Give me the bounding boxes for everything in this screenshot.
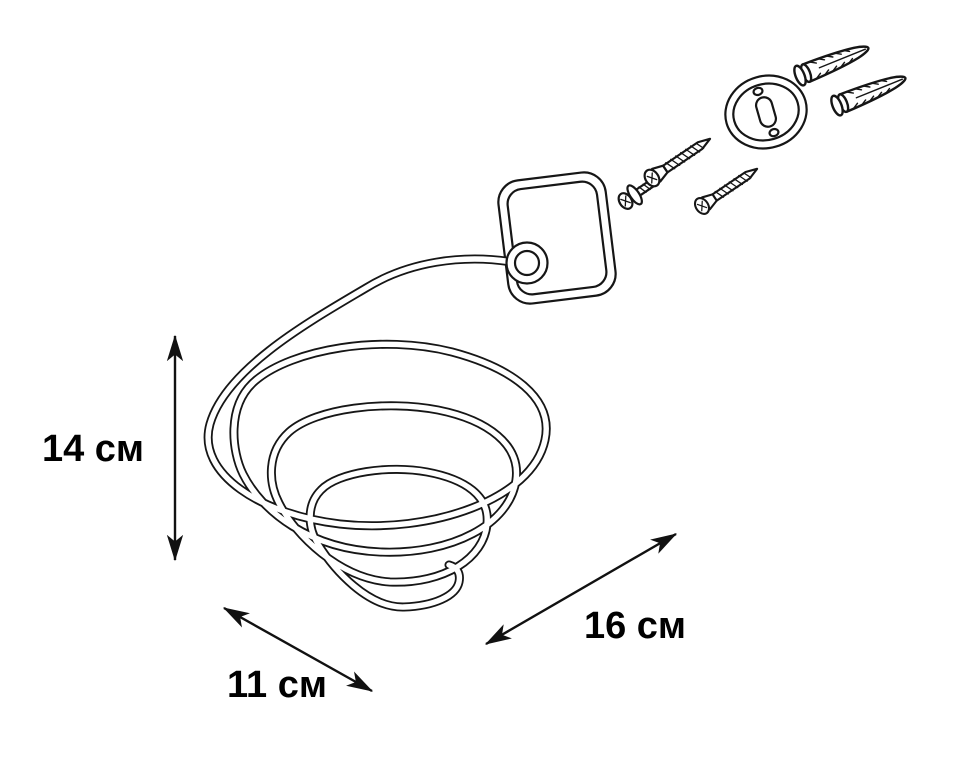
- screw-1: [640, 130, 717, 191]
- wire-collar: [505, 241, 549, 285]
- spiral-holder-wire: [208, 259, 546, 607]
- wall-bracket: [497, 171, 617, 305]
- width-dimension-arrow: [484, 532, 678, 646]
- height-dimension-label: 14 см: [42, 428, 144, 470]
- depth-dimension-arrow: [222, 606, 374, 693]
- depth-dimension-label: 11 см: [227, 664, 327, 706]
- wall-anchor-2: [827, 67, 911, 119]
- screw-2: [691, 160, 763, 218]
- wall-anchor-1: [790, 37, 874, 89]
- mounting-plate: [724, 74, 808, 150]
- width-dimension-label: 16 см: [584, 605, 686, 647]
